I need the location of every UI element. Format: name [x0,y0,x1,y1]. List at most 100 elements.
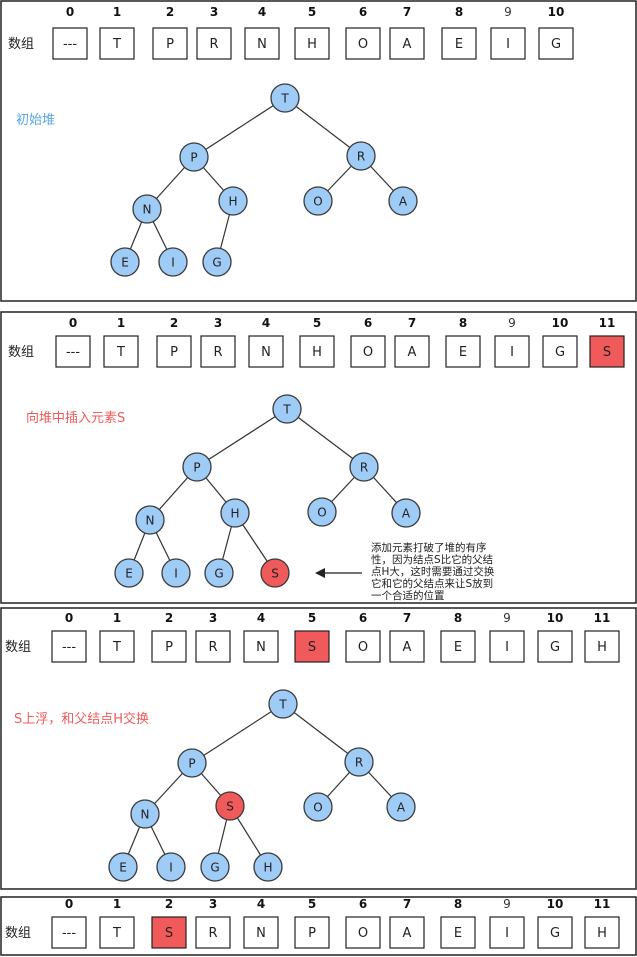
array-cell-value: T [112,640,121,655]
array-cell-value: T [112,37,121,52]
array-cell-value: H [597,926,607,941]
array-index: 7 [403,611,411,625]
tree-node [391,498,421,528]
tree-edge [193,97,286,158]
array-index: 9 [508,316,516,330]
array-cell-value: --- [62,640,76,655]
tree-node-label: I [169,861,173,875]
array-cell-value: P [165,640,173,655]
tree-node [215,791,245,821]
array-index: 7 [403,5,411,19]
panel-caption: S上浮，和父结点H交换 [14,711,149,727]
array-cell-value: S [603,345,611,360]
array-cell-value: G [551,37,561,52]
array-index: 3 [210,5,218,19]
array-index: 2 [165,897,173,911]
tree-node [156,852,186,882]
array-index: 0 [65,897,73,911]
tree-node [114,558,144,588]
tree-edge [286,408,365,468]
array-index: 5 [308,897,316,911]
array-cell [244,27,280,60]
tree-node [108,852,138,882]
array-cell-value: O [358,37,368,52]
array-index: 4 [257,611,265,625]
array-cell [151,916,187,949]
array-cell [200,335,236,368]
array-index: 8 [454,611,462,625]
tree-node [268,689,298,719]
array-cell-value: H [597,640,607,655]
array-cell [389,630,425,663]
array-cell-value: A [403,37,412,52]
panel-caption: 初始堆 [16,113,55,128]
array-cell-value: E [454,926,462,941]
array-label: 数组 [8,345,34,360]
array-index: 6 [359,5,367,19]
array-cell-value: A [403,640,412,655]
array-cell [103,335,139,368]
tree-node [388,186,418,216]
array-cell-value: H [312,345,322,360]
array-cell [195,916,231,949]
array-cell-value: N [261,345,271,360]
tree-node-label: E [125,567,133,581]
array-cell [99,27,135,60]
array-cell-value: --- [62,926,76,941]
array-cell-value: P [166,37,174,52]
array-cell [445,335,481,368]
array-cell-value: P [308,926,316,941]
tree-node [303,186,333,216]
tree-node-label: H [263,861,272,875]
array-cell [55,335,91,368]
array-cell [490,27,526,60]
array-cell-value: N [256,640,266,655]
array-index: 9 [504,5,512,19]
array-cell-value: G [550,640,560,655]
array-index: 7 [408,316,416,330]
array-cell-value: R [208,926,217,941]
array-index: 1 [117,316,125,330]
tree-node-label: A [399,195,408,209]
array-index: 3 [214,316,222,330]
array-cell [248,335,284,368]
tree-node-label: N [143,203,152,217]
array-cell-value: I [506,37,510,52]
tree-node [220,498,250,528]
tree-node-label: S [226,800,234,814]
tree-node [253,852,283,882]
tree-edge [191,703,284,764]
array-cell [389,916,425,949]
array-index: 6 [359,897,367,911]
tree-node-label: R [360,461,368,475]
array-cell-value: E [459,345,467,360]
array-cell-value: I [510,345,514,360]
array-cell [99,916,135,949]
tree-node [182,452,212,482]
array-index: 0 [69,316,77,330]
array-index: 1 [113,897,121,911]
tree-node [135,505,165,535]
tree-node [307,497,337,527]
array-cell [537,916,573,949]
tree-node [272,394,302,424]
array-index: 4 [258,5,266,19]
array-cell [52,27,88,60]
tree-node [270,83,300,113]
array-cell-value: E [455,37,463,52]
array-cell [195,630,231,663]
array-cell [538,27,574,60]
array-cell [156,335,192,368]
array-cell [99,630,135,663]
array-cell-value: S [165,926,173,941]
array-cell-value: T [116,345,125,360]
array-cell [345,27,381,60]
array-index: 5 [313,316,321,330]
array-index: 11 [594,897,611,911]
tree-node-label: A [397,801,406,815]
array-index: 2 [166,5,174,19]
array-cell [345,916,381,949]
tree-node [386,792,416,822]
array-index: 8 [454,897,462,911]
